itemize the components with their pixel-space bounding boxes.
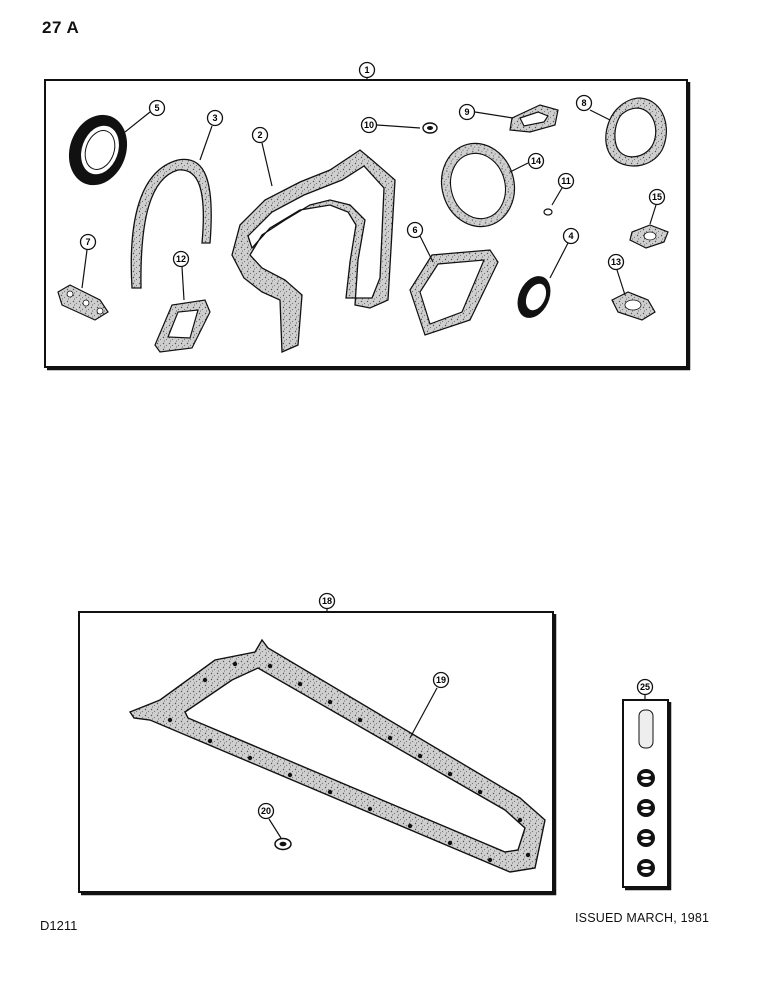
callout-5-label: 5 [154, 103, 159, 113]
callout-10[interactable]: 10 [360, 116, 421, 134]
callout-25-label: 25 [640, 682, 650, 692]
part-10-washer[interactable] [422, 122, 438, 134]
callout-7[interactable]: 7 [79, 233, 97, 289]
part-7-gasket[interactable] [57, 284, 109, 321]
callout-12-label: 12 [176, 254, 186, 264]
callout-25[interactable]: 25 [636, 678, 654, 701]
callout-3-label: 3 [212, 113, 217, 123]
part-5-seal[interactable] [59, 107, 136, 194]
grommet [637, 799, 655, 817]
callout-9[interactable]: 9 [458, 103, 514, 121]
part-20-washer[interactable] [274, 837, 292, 851]
callout-1[interactable]: 1 [358, 61, 376, 81]
callout-18-label: 18 [322, 596, 332, 606]
callout-14[interactable]: 14 [509, 152, 545, 173]
callout-4[interactable]: 4 [549, 227, 580, 279]
callout-20-label: 20 [261, 806, 271, 816]
callout-6[interactable]: 6 [406, 221, 434, 263]
callout-14-label: 14 [531, 156, 541, 166]
callout-4-label: 4 [568, 231, 573, 241]
kit-25-frame [622, 699, 672, 891]
part-11-o-ring[interactable] [543, 208, 553, 216]
callout-18[interactable]: 18 [318, 592, 336, 613]
part-25-grommets[interactable] [637, 709, 655, 877]
part-12-gasket[interactable] [154, 299, 211, 353]
grommet [637, 769, 655, 787]
callout-13[interactable]: 13 [607, 253, 626, 296]
kit-1-frame [44, 79, 691, 371]
callout-7-label: 7 [85, 237, 90, 247]
part-14-ring-gasket[interactable] [432, 135, 523, 235]
callout-8[interactable]: 8 [575, 94, 611, 121]
part-2-timing-cover-gasket[interactable] [231, 149, 396, 353]
callout-11-label: 11 [561, 176, 571, 186]
part-19-oil-pan-gasket[interactable] [128, 638, 546, 873]
part-6-hex-gasket[interactable] [409, 249, 499, 336]
callout-19[interactable]: 19 [409, 671, 450, 739]
part-13-gasket[interactable] [611, 291, 656, 321]
callout-3[interactable]: 3 [199, 109, 224, 161]
callout-6-label: 6 [412, 225, 417, 235]
callout-19-label: 19 [436, 675, 446, 685]
callout-12[interactable]: 12 [172, 250, 190, 301]
grommet [637, 859, 655, 877]
issued-date: ISSUED MARCH, 1981 [575, 911, 710, 925]
figure-code: D1211 [40, 918, 78, 933]
callout-9-label: 9 [464, 107, 469, 117]
callout-5[interactable]: 5 [124, 99, 166, 133]
part-8-flange-gasket[interactable] [605, 97, 667, 167]
part-15-gasket[interactable] [629, 224, 669, 249]
callout-1-label: 1 [364, 65, 369, 75]
callout-8-label: 8 [581, 98, 586, 108]
callout-20[interactable]: 20 [257, 802, 282, 839]
part-4-seal[interactable] [511, 271, 557, 324]
callout-10-label: 10 [364, 120, 374, 130]
callout-15[interactable]: 15 [648, 188, 666, 225]
part-3-arch-gasket[interactable] [130, 158, 212, 289]
callout-13-label: 13 [611, 257, 621, 267]
callout-2-label: 2 [257, 130, 262, 140]
callout-2[interactable]: 2 [251, 126, 273, 187]
part-9-gasket[interactable] [509, 104, 559, 133]
callout-15-label: 15 [652, 192, 662, 202]
grommet [637, 829, 655, 847]
callout-11[interactable]: 11 [551, 172, 575, 206]
page-number: 27 A [42, 18, 80, 37]
